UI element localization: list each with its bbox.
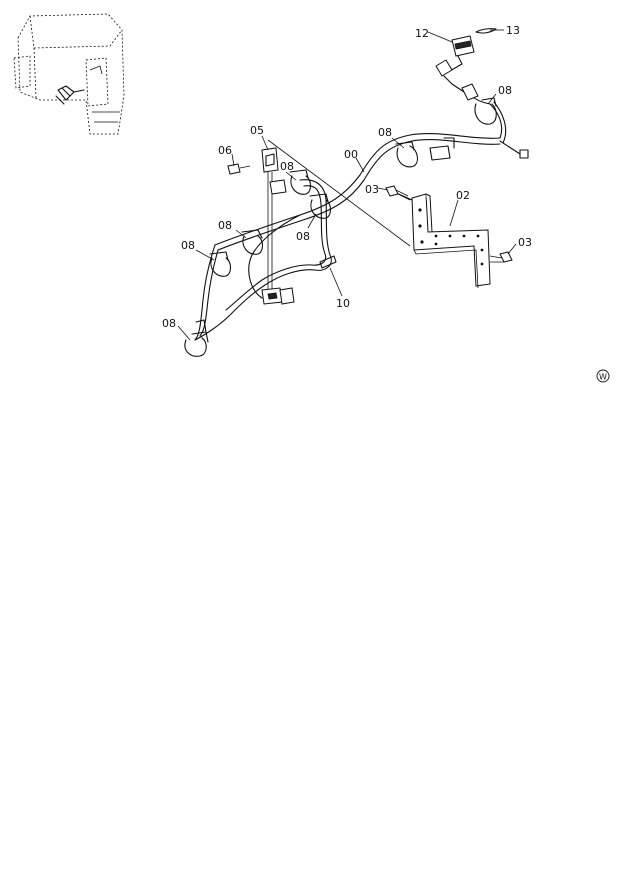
connector-12 — [435, 35, 479, 101]
clamp-08-bottom — [184, 319, 209, 357]
bracket-02 — [411, 193, 491, 289]
callout-08-top: 08 — [498, 84, 512, 97]
bolt-06 — [227, 163, 251, 175]
callout-02: 02 — [456, 189, 470, 202]
cab-location-thumbnail — [13, 13, 125, 135]
cap-13 — [475, 28, 497, 34]
leader-lines — [177, 29, 517, 341]
callout-12: 12 — [415, 27, 429, 40]
clamp-08-far-left — [209, 251, 232, 277]
bolt-03-right — [489, 251, 513, 263]
callout-08-far-left: 08 — [181, 239, 195, 252]
clamp-08-center — [309, 193, 332, 219]
callout-08-bottom: 08 — [162, 317, 176, 330]
bolt-03-left — [385, 185, 413, 201]
bracket-05 — [261, 147, 279, 290]
callout-13: 13 — [506, 24, 520, 37]
harness-trunk — [214, 94, 529, 251]
callout-08-mid: 08 — [378, 126, 392, 139]
clamp-08-trunk — [395, 141, 419, 168]
callout-03-left: 03 — [365, 183, 379, 196]
circled-w-mark: W — [596, 369, 610, 383]
harness-left-loop — [194, 179, 332, 341]
svg-text:W: W — [599, 373, 607, 382]
callout-08-center: 08 — [296, 230, 310, 243]
clamp-08-left — [241, 229, 264, 255]
clamp-08-upper-middle — [289, 169, 312, 195]
cable-tie-10 — [319, 255, 337, 269]
callout-06: 06 — [218, 144, 232, 157]
callout-labels: 12 13 08 08 00 05 06 08 03 02 03 08 08 0… — [162, 24, 532, 330]
clamp-08-upper-right — [474, 97, 497, 125]
callout-00: 00 — [344, 148, 358, 161]
callout-05: 05 — [250, 124, 264, 137]
callout-03-right: 03 — [518, 236, 532, 249]
callout-08-left: 08 — [218, 219, 232, 232]
callout-10: 10 — [336, 297, 350, 310]
callout-08-upper: 08 — [280, 160, 294, 173]
